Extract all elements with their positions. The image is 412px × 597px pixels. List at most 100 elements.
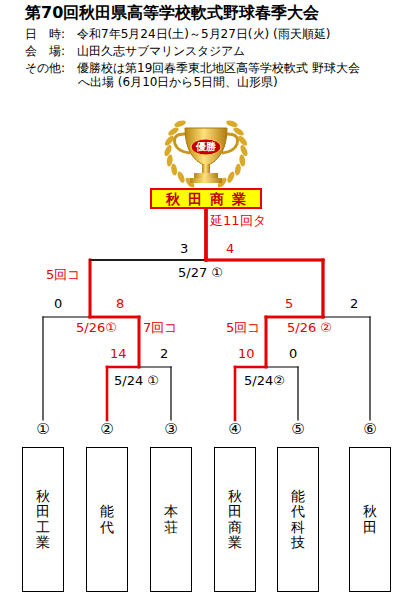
winner-line bbox=[90, 316, 139, 319]
winner-line bbox=[235, 366, 266, 369]
bracket-line bbox=[89, 260, 90, 317]
bracket-line bbox=[139, 366, 171, 367]
team-name-box: 能代 bbox=[86, 447, 128, 592]
info-line: その他: 優勝校は第19回春季東北地区高等学校軟式 野球大会へ出場 (6月10日… bbox=[25, 61, 370, 90]
winner-line bbox=[89, 260, 92, 317]
match-label: 5回コ bbox=[46, 267, 80, 283]
team-number: ③ bbox=[150, 420, 192, 438]
match-label: 5/27 ① bbox=[178, 265, 223, 281]
team-name-box: 本荘 bbox=[150, 447, 192, 592]
bracket-line bbox=[90, 259, 206, 260]
cup-stem bbox=[202, 165, 210, 174]
laurel-leaf bbox=[239, 144, 249, 157]
bracket-line bbox=[266, 366, 298, 367]
cup-base bbox=[190, 178, 222, 183]
winner-line bbox=[205, 209, 208, 260]
match-label: 8 bbox=[116, 296, 124, 312]
match-label: 5 bbox=[285, 296, 293, 312]
laurel-leaf bbox=[234, 163, 241, 176]
team-box: ⑥ 秋田 bbox=[349, 420, 391, 592]
match-label: 5/26 ② bbox=[287, 320, 332, 336]
winner-line bbox=[322, 260, 325, 317]
match-label: 0 bbox=[54, 296, 62, 312]
winner-line bbox=[205, 209, 208, 260]
cup-badge bbox=[191, 139, 221, 155]
bracket-line bbox=[42, 317, 43, 420]
winner-line bbox=[265, 317, 268, 367]
laurel-leaf bbox=[166, 154, 173, 167]
bracket-connector bbox=[90, 209, 206, 420]
team-number: ⑤ bbox=[277, 420, 319, 438]
bracket-line bbox=[297, 367, 298, 420]
match-label: 5回コ bbox=[226, 320, 260, 336]
winner-line bbox=[205, 209, 208, 260]
match-label: 2 bbox=[160, 346, 168, 362]
team-box: ③ 本荘 bbox=[150, 420, 192, 592]
team-box: ① 秋田工業 bbox=[22, 420, 64, 592]
winner-line bbox=[266, 316, 323, 319]
team-name-box: 秋田工業 bbox=[22, 447, 64, 592]
match-label: 延11回タ bbox=[210, 213, 266, 229]
match-label: 2 bbox=[350, 296, 358, 312]
winner-line bbox=[138, 317, 141, 367]
team-number: ⑥ bbox=[349, 420, 391, 438]
bracket-connector bbox=[206, 209, 323, 420]
team-name-box: 秋田商業 bbox=[214, 447, 256, 592]
bracket-line bbox=[323, 316, 370, 317]
team-name: 秋田 bbox=[363, 504, 377, 535]
winner-line bbox=[234, 367, 237, 420]
winner-line bbox=[205, 209, 208, 260]
laurel-leaf bbox=[225, 119, 238, 128]
bracket-line bbox=[90, 259, 206, 260]
match-label: 0 bbox=[289, 346, 297, 362]
team-number: ② bbox=[86, 420, 128, 438]
info-line: 日 時: 令和7年5月24日(土)～5月27日(火) (雨天順延) bbox=[25, 27, 330, 41]
match-label: 3 bbox=[180, 241, 188, 257]
winner-line bbox=[205, 209, 208, 260]
laurel-leaf bbox=[176, 171, 186, 184]
laurel-leaf bbox=[163, 144, 173, 157]
team-name: 秋田工業 bbox=[36, 489, 50, 551]
team-box: ④秋田商業 bbox=[214, 420, 256, 592]
team-box: ⑤ 能代科技 bbox=[277, 420, 319, 592]
winner-line bbox=[205, 209, 208, 260]
winner-line bbox=[206, 259, 323, 262]
info-line: 会 場: 山田久志サブマリンスタジアム bbox=[25, 44, 245, 58]
bracket-connector bbox=[90, 209, 206, 420]
match-label: 5/24② bbox=[244, 373, 285, 389]
bracket-connector bbox=[43, 209, 206, 420]
team-number: ① bbox=[22, 420, 64, 438]
bracket-line bbox=[90, 259, 206, 260]
bracket-line bbox=[43, 316, 90, 317]
laurel-leaf bbox=[226, 171, 236, 184]
winner-line bbox=[138, 317, 141, 367]
winner-line bbox=[107, 366, 139, 369]
team-name: 能代科技 bbox=[291, 489, 305, 551]
laurel-wreath bbox=[163, 119, 249, 189]
laurel-leaf bbox=[174, 119, 187, 128]
cup-base bbox=[194, 173, 218, 178]
bracket-line bbox=[170, 367, 171, 420]
bracket-line bbox=[369, 317, 370, 420]
champion-box: 秋田商業 bbox=[150, 188, 262, 209]
winner-line bbox=[106, 367, 109, 420]
laurel-leaf bbox=[239, 154, 246, 167]
winner-line bbox=[265, 317, 268, 367]
laurel-leaf bbox=[170, 163, 177, 176]
cup-body bbox=[185, 128, 227, 166]
team-name-box: 能代科技 bbox=[277, 447, 319, 592]
winner-line bbox=[322, 260, 325, 317]
winner-line bbox=[206, 259, 323, 262]
match-label: 7回コ bbox=[143, 320, 177, 336]
team-name: 能代 bbox=[100, 504, 114, 535]
match-label: 5/26① bbox=[76, 320, 117, 336]
team-name-box: 秋田 bbox=[349, 447, 391, 592]
match-label: 5/24 ① bbox=[114, 373, 159, 389]
champion-name: 秋田商業 bbox=[166, 192, 253, 206]
team-box: ② 能代 bbox=[86, 420, 128, 592]
winner-line bbox=[322, 260, 325, 317]
match-label: 10 bbox=[238, 346, 255, 362]
match-label: 4 bbox=[226, 241, 234, 257]
team-name: 本荘 bbox=[164, 504, 178, 535]
